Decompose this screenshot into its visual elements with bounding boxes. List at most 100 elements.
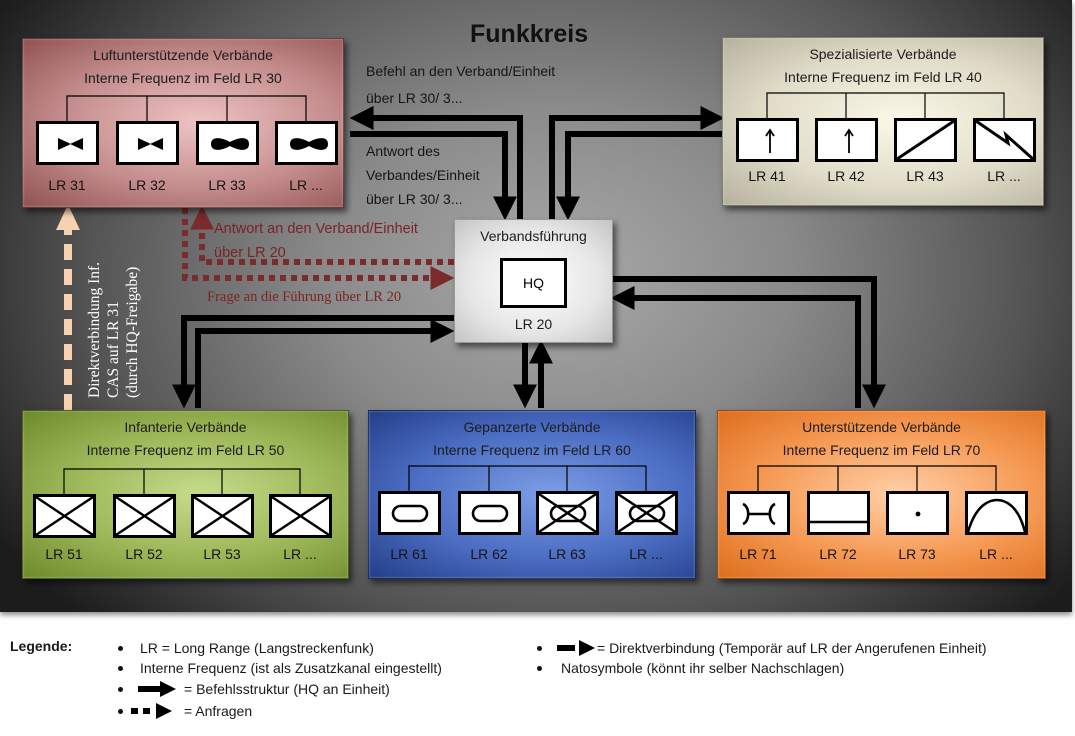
track-icon (391, 504, 429, 523)
hq-name: Verbandsführung (480, 228, 587, 244)
unit-symbol[interactable] (815, 118, 878, 162)
diagonal-line-icon (897, 121, 954, 159)
group-frequency: Interne Frequenz im Feld LR 40 (784, 69, 982, 85)
legend-text: LR = Long Range (Langstreckenfunk) (140, 640, 374, 656)
cross-icon (36, 497, 93, 535)
hq-symbol: HQ (500, 258, 567, 308)
annotation-line: Antwort des (366, 143, 440, 159)
unit-symbol[interactable] (36, 121, 99, 165)
unit-symbol[interactable] (458, 491, 521, 535)
unit-label: LR ... (283, 546, 317, 562)
unit-label: LR 61 (390, 546, 428, 562)
unit-label: LR 52 (125, 546, 163, 562)
unit-label: LR ... (629, 546, 663, 562)
bullet-icon (118, 646, 123, 651)
direct-connection-annotation: Direktverbindung Inf. CAS auf LR 31 (dur… (85, 262, 142, 398)
bullet-icon (118, 709, 123, 714)
cross-icon (116, 497, 173, 535)
solid-arrow-icon (138, 681, 176, 697)
arrow-air-to-hq (350, 131, 517, 221)
arrow-hq-to-support (611, 276, 886, 409)
annotation-line: Befehl an den Verband/Einheit (366, 63, 556, 79)
diagram-canvas: Funkkreis Befehl an den Verband/Einheit … (0, 0, 1072, 612)
group-frequency: Interne Frequenz im Feld LR 50 (86, 442, 285, 458)
cross-icon (272, 497, 329, 535)
unit-label: LR 73 (898, 546, 936, 562)
unit-label: LR 53 (203, 546, 241, 562)
group-frequency: Interne Frequenz im Feld LR 30 (84, 70, 282, 86)
mech-infantry-icon (539, 494, 596, 532)
up-arrow-icon (765, 128, 775, 153)
annotation-line: Antwort an den Verband/Einheit (214, 221, 418, 237)
unit-symbol[interactable] (736, 118, 799, 162)
unit-symbol[interactable] (615, 491, 678, 535)
cross-icon (194, 497, 251, 535)
diagram-title: Funkkreis (470, 20, 589, 48)
legend-text: = Befehlsstruktur (HQ an Einheit) (184, 681, 390, 697)
arrow-hq-to-special (549, 106, 725, 219)
unit-label: LR ... (987, 168, 1021, 184)
unit-symbol[interactable] (973, 118, 1036, 162)
legend-text: = Anfragen (184, 703, 253, 719)
unit-symbol[interactable] (536, 491, 599, 535)
dotted-arrow-icon (131, 703, 172, 719)
legend: Legende: LR = Long Range (Langstreckenfu… (0, 612, 1075, 736)
unit-label: LR 51 (45, 546, 83, 562)
unit-symbol[interactable] (33, 494, 96, 538)
annotation-line: (durch HQ-Freigabe) (124, 266, 141, 398)
hq-symbol-label: HQ (523, 275, 544, 291)
arrow-hq-to-air (349, 106, 523, 219)
unit-symbol[interactable] (275, 121, 338, 165)
unit-label: LR 72 (819, 546, 857, 562)
arc-icon (968, 498, 1025, 532)
legend-text: = Direktverbindung (Temporär auf LR der … (597, 640, 987, 656)
unit-label: LR 32 (128, 177, 166, 193)
unit-symbol[interactable] (269, 494, 332, 538)
unit-symbol[interactable] (965, 491, 1028, 535)
arrow-special-to-hq (556, 131, 722, 221)
bottom-bar-icon (810, 520, 867, 524)
unit-symbol[interactable] (807, 491, 870, 535)
group-frequency: Interne Frequenz im Feld LR 70 (782, 442, 981, 458)
unit-symbol[interactable] (196, 121, 259, 165)
unit-symbol[interactable] (894, 118, 957, 162)
unit-symbol[interactable] (378, 491, 441, 535)
unit-label: LR ... (979, 546, 1013, 562)
bullet-icon (537, 666, 542, 671)
annotation-line: über LR 20 (214, 245, 286, 261)
group-name: Infanterie Verbände (124, 419, 247, 435)
group-name: Unterstützende Verbände (802, 419, 961, 435)
bowtie-icon (138, 138, 163, 150)
legend-text: Natosymbole (könnt ihr selber Nachschlag… (561, 660, 845, 676)
arrow-support-to-hq (610, 286, 861, 408)
legend-text: Interne Frequenz (ist als Zusatzkanal ei… (140, 660, 442, 676)
arrow-infantry-to-hq (195, 319, 455, 408)
lightning-icon (976, 121, 1033, 159)
answer-request-annotation: Antwort an den Verband/Einheit über LR 2… (214, 217, 418, 265)
rotary-wing-icon (211, 138, 249, 150)
unit-symbol[interactable] (191, 494, 254, 538)
hq-box[interactable]: Verbandsführung HQ LR 20 (454, 219, 613, 343)
unit-symbol[interactable] (113, 494, 176, 538)
connection-arrows (56, 106, 886, 410)
unit-symbol[interactable] (727, 491, 790, 535)
legend-title: Legende: (10, 638, 73, 654)
annotation-line: CAS auf LR 31 (105, 301, 122, 398)
unit-label: LR 31 (48, 177, 86, 193)
group-frequency: Interne Frequenz im Feld LR 60 (433, 442, 631, 458)
command-annotation: Befehl an den Verband/Einheit über LR 30… (366, 58, 555, 112)
track-icon (471, 504, 509, 523)
mech-infantry-icon (618, 494, 675, 532)
unit-symbol[interactable] (116, 121, 179, 165)
bridge-icon (742, 502, 776, 526)
dot-icon (915, 511, 921, 517)
request-question-arrow (182, 208, 455, 290)
question-annotation: Frage an die Führung über LR 20 (207, 289, 402, 305)
unit-label: LR 62 (470, 546, 508, 562)
unit-symbol[interactable] (886, 491, 949, 535)
